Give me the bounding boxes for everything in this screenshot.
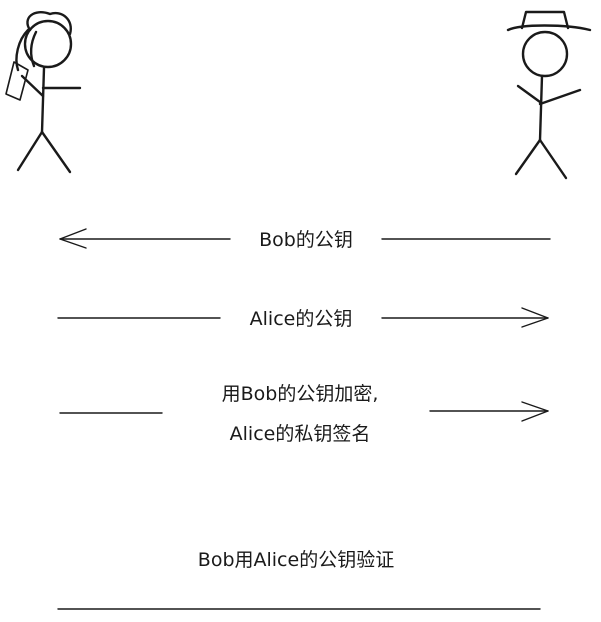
stick-figure-with-phone-icon xyxy=(5,11,82,174)
message-label: Alice的公钥 xyxy=(250,308,353,330)
message-label-line2: Alice的私钥签名 xyxy=(230,423,371,445)
arrowhead-right-icon xyxy=(521,307,549,328)
message-bob-verify: Bob用Alice的公钥验证 xyxy=(57,549,541,610)
arrowhead-left-icon xyxy=(59,228,87,249)
message-label-line1: 用Bob的公钥加密, xyxy=(222,383,379,405)
message-alice-public-key: Alice的公钥 xyxy=(57,307,549,330)
arrowhead-right-icon xyxy=(521,401,549,422)
message-encrypt-and-sign: 用Bob的公钥加密, Alice的私钥签名 xyxy=(59,383,549,445)
stick-figure-with-hat-icon xyxy=(506,10,592,180)
message-line xyxy=(59,410,549,414)
message-label: Bob的公钥 xyxy=(259,229,353,251)
message-bob-public-key: Bob的公钥 xyxy=(59,228,551,251)
message-label: Bob用Alice的公钥验证 xyxy=(198,549,394,571)
